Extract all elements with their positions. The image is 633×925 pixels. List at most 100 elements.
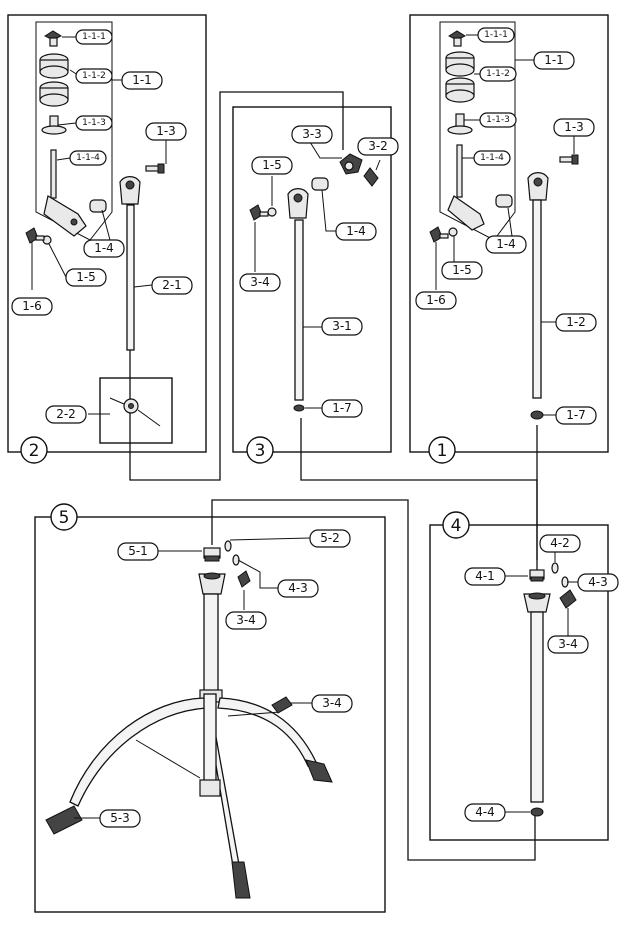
bolt-part xyxy=(145,163,165,174)
wing-bolt-part xyxy=(25,227,45,244)
svg-text:4-3: 4-3 xyxy=(288,581,308,595)
svg-text:1-3: 1-3 xyxy=(564,120,584,134)
svg-text:3-1: 3-1 xyxy=(332,319,352,333)
panel-1-group-bracket xyxy=(439,21,516,241)
callout-1-6: 1-6 xyxy=(415,291,457,310)
bolt-part xyxy=(559,154,579,165)
svg-text:1-1-1: 1-1-1 xyxy=(82,32,106,42)
tilter-part xyxy=(287,188,309,219)
tilter-rod-part xyxy=(43,149,87,237)
svg-text:1-5: 1-5 xyxy=(452,263,472,277)
washer-part xyxy=(448,227,458,237)
panel-5-frame xyxy=(34,516,386,913)
sleeve-part xyxy=(41,115,67,135)
stand-pipe-part xyxy=(203,593,219,695)
svg-text:4-3: 4-3 xyxy=(588,575,608,589)
svg-text:1-4: 1-4 xyxy=(496,237,516,251)
svg-text:5: 5 xyxy=(59,508,70,528)
callout-1-5: 1-5 xyxy=(251,156,293,175)
panel-badge-1: 1 xyxy=(428,436,456,464)
callout-4-3: 4-3 xyxy=(277,579,319,598)
felt-washer-part xyxy=(39,53,69,79)
upper-tube-part xyxy=(532,199,542,399)
wing-bolt-part xyxy=(559,589,577,609)
leader-lines xyxy=(31,34,578,819)
callout-1-5: 1-5 xyxy=(65,268,107,287)
callout-1-5: 1-5 xyxy=(441,261,483,280)
callout-1-1: 1-1 xyxy=(533,51,575,70)
connector-2-to-3 xyxy=(129,91,344,481)
svg-text:2: 2 xyxy=(29,441,40,461)
panel-badge-5: 5 xyxy=(50,503,78,531)
felt-washer-part xyxy=(445,77,475,103)
svg-text:3-2: 3-2 xyxy=(368,139,388,153)
callout-1-1-2: 1-1-2 xyxy=(75,68,113,84)
svg-text:1-7: 1-7 xyxy=(566,408,586,422)
callout-4-4: 4-4 xyxy=(464,803,506,822)
callout-1-3: 1-3 xyxy=(145,122,187,141)
callout-2-2: 2-2 xyxy=(45,405,87,424)
panel-badge-2: 2 xyxy=(20,436,48,464)
panel-badge-4: 4 xyxy=(442,511,470,539)
panel-2 xyxy=(7,14,207,453)
callout-4-1: 4-1 xyxy=(464,567,506,586)
wing-bolt-part xyxy=(271,696,293,714)
callout-5-1: 5-1 xyxy=(117,542,159,561)
tilter-part xyxy=(527,172,549,201)
connector-4-to-5 xyxy=(211,499,536,861)
callout-2-1: 2-1 xyxy=(151,276,193,295)
callout-4-3: 4-3 xyxy=(577,573,619,592)
svg-text:1-1-2: 1-1-2 xyxy=(82,71,106,81)
panel-badge-3: 3 xyxy=(246,436,274,464)
felt-washer-part xyxy=(445,51,475,77)
callout-1-1: 1-1 xyxy=(121,71,163,90)
tripod-legs-part xyxy=(69,693,317,873)
nut-part xyxy=(293,404,305,412)
svg-text:4-2: 4-2 xyxy=(550,536,570,550)
upper-tube-part xyxy=(126,204,135,351)
svg-text:1: 1 xyxy=(437,441,448,461)
svg-text:1-6: 1-6 xyxy=(22,299,42,313)
callout-1-7: 1-7 xyxy=(321,399,363,418)
svg-text:1-1-4: 1-1-4 xyxy=(480,153,504,163)
panel-2-frame xyxy=(7,14,207,453)
svg-text:1-1-1: 1-1-1 xyxy=(484,30,508,40)
svg-text:3-4: 3-4 xyxy=(322,696,342,710)
washer-part xyxy=(551,562,569,588)
callout-5-3: 5-3 xyxy=(99,809,141,828)
callout-3-4: 3-4 xyxy=(225,611,267,630)
svg-text:3-4: 3-4 xyxy=(558,637,578,651)
panel-1 xyxy=(409,14,609,453)
stand-pipe-part xyxy=(530,611,544,803)
svg-text:1-1-3: 1-1-3 xyxy=(82,118,106,128)
panel-3 xyxy=(232,106,392,453)
callout-1-6: 1-6 xyxy=(11,297,53,316)
spring-part xyxy=(495,194,513,208)
svg-text:1-3: 1-3 xyxy=(156,124,176,138)
callout-1-4: 1-4 xyxy=(83,239,125,258)
callout-1-1-4: 1-1-4 xyxy=(69,150,107,166)
nut-part xyxy=(530,410,544,420)
callout-5-2: 5-2 xyxy=(309,529,351,548)
panel-3-frame xyxy=(232,106,392,453)
panel-4-frame xyxy=(429,524,609,841)
svg-text:2-1: 2-1 xyxy=(162,278,182,292)
callout-1-1-1: 1-1-1 xyxy=(477,27,515,43)
stand-top-part xyxy=(198,572,226,595)
svg-text:3-4: 3-4 xyxy=(250,275,270,289)
nut-part xyxy=(530,807,544,817)
cap-part xyxy=(529,569,545,582)
sleeve-part xyxy=(447,113,473,135)
upper-tube-part xyxy=(294,219,304,401)
wing-bolt-part xyxy=(429,226,449,243)
callout-3-4: 3-4 xyxy=(311,694,353,713)
washer-part xyxy=(267,207,277,217)
svg-text:1-5: 1-5 xyxy=(76,270,96,284)
callout-3-2: 3-2 xyxy=(357,137,399,156)
svg-text:5-1: 5-1 xyxy=(128,544,148,558)
washer-part xyxy=(224,540,240,566)
callout-1-2: 1-2 xyxy=(555,313,597,332)
callout-1-4: 1-4 xyxy=(485,235,527,254)
svg-text:1-4: 1-4 xyxy=(94,241,114,255)
